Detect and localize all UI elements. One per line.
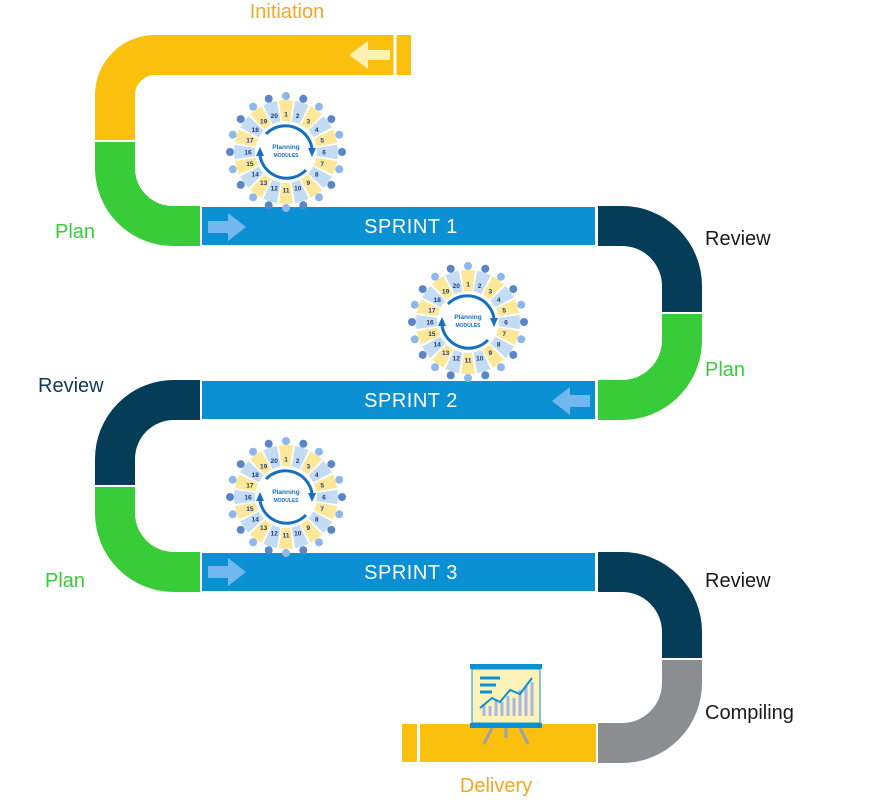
compiling-label: Compiling — [705, 702, 794, 724]
planning-modules-wheel-icon — [406, 260, 530, 384]
planning-modules-wheel-icon — [224, 90, 348, 214]
review-2-label: Review — [38, 375, 104, 397]
review-2-segment — [95, 380, 200, 485]
initiation-label: Initiation — [250, 1, 325, 23]
review-1-label: Review — [705, 228, 771, 250]
plan-2-segment — [598, 314, 702, 420]
plan-1-label: Plan — [55, 221, 95, 243]
plan-3-segment — [95, 487, 200, 592]
review-3-label: Review — [705, 570, 771, 592]
plan-2-label: Plan — [705, 359, 745, 381]
delivery-label: Delivery — [460, 775, 532, 797]
initiation-arrow-icon — [349, 41, 390, 69]
sprint-1-bar: SPRINT 1 — [202, 207, 595, 245]
sprint-3-arrow-icon — [208, 558, 246, 586]
sprint-2-label: SPRINT 2 — [364, 390, 458, 412]
review-1-segment — [598, 206, 702, 312]
sprint-3-label: SPRINT 3 — [364, 562, 458, 584]
sprint-2-bar: SPRINT 2 — [202, 381, 595, 419]
presentation-board-chart-icon — [470, 664, 542, 745]
sprint-3-bar: SPRINT 3 — [202, 553, 595, 591]
sprint-2-arrow-icon — [552, 387, 590, 415]
plan-1-segment — [95, 142, 200, 246]
planning-modules-wheel-icon — [224, 435, 348, 559]
initiation-segment — [95, 35, 411, 140]
compiling-segment — [598, 660, 702, 763]
plan-3-label: Plan — [45, 570, 85, 592]
sprint-1-arrow-icon — [208, 213, 246, 241]
delivery-segment — [402, 724, 596, 762]
sprint-1-label: SPRINT 1 — [364, 216, 458, 238]
review-3-segment — [598, 552, 702, 658]
